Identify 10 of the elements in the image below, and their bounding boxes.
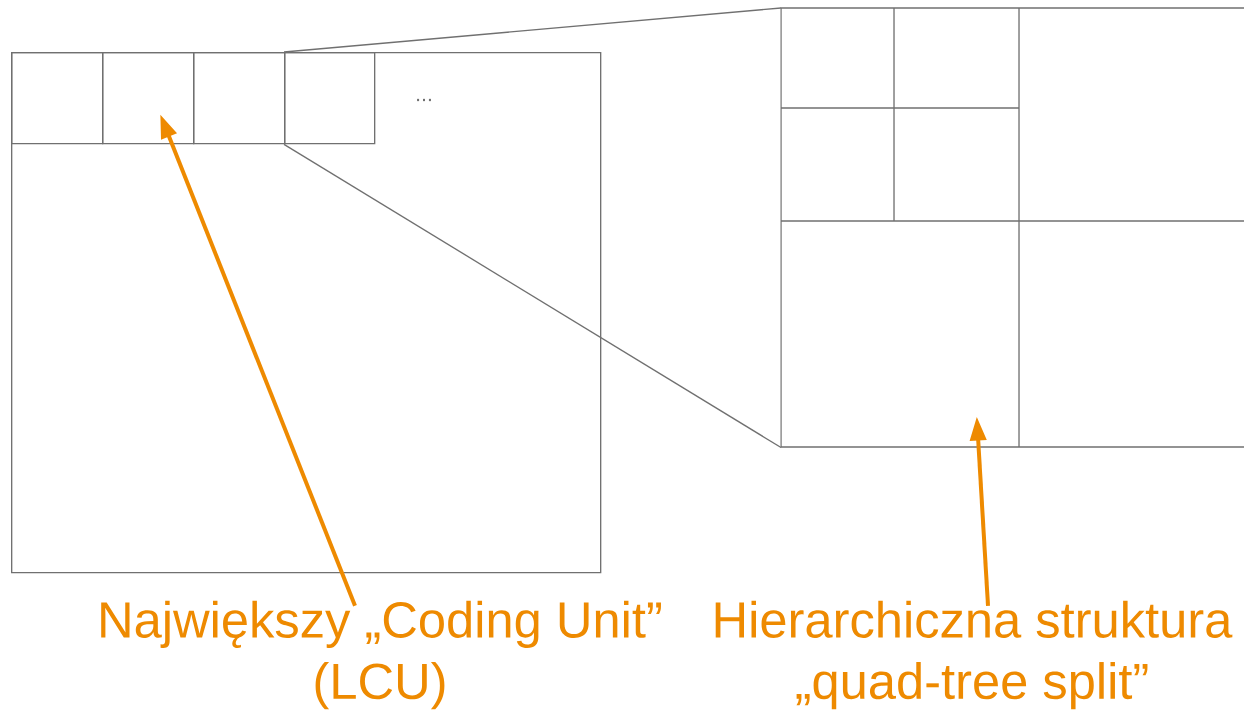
caption-text: Największy „Coding Unit” (LCU) [101, 600, 661, 710]
frame-square [11, 52, 602, 574]
ellipsis-text: ... [417, 98, 431, 102]
caption-text: Hierarchiczna struktura „quad-tree split” [715, 600, 1233, 710]
grid-square [193, 52, 286, 145]
zoom-line [283, 7, 782, 53]
zoom-line [283, 143, 782, 449]
grid-square [284, 52, 376, 145]
grid-square [102, 52, 195, 145]
grid-square [11, 52, 104, 145]
